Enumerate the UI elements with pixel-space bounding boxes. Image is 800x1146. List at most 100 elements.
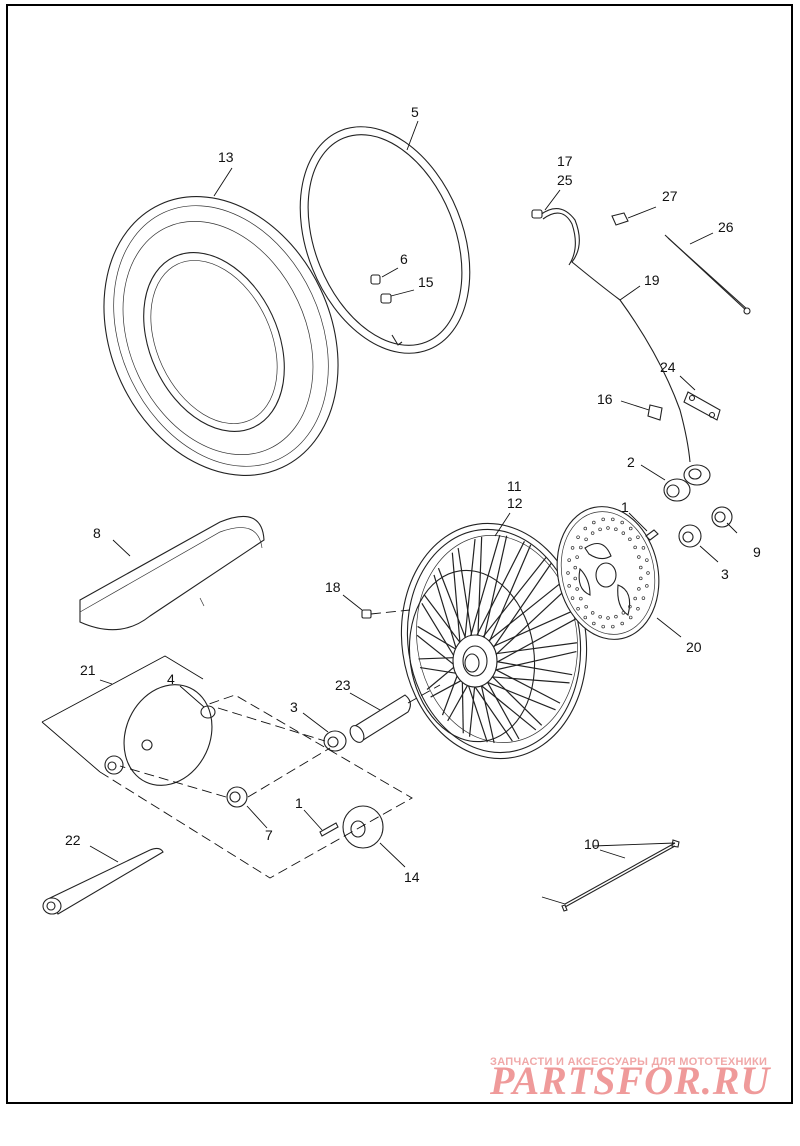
rotor-hole [646,571,650,575]
rotor-hole [620,621,624,626]
rotor-hole [606,526,610,530]
rotor-screw [645,529,659,541]
rotor-hole [570,546,575,550]
wheel-spoke [468,534,501,641]
plate-screw [319,822,339,837]
callout-22: 22 [65,832,81,848]
speed-sensor-cable [531,208,691,463]
bracket-10 [541,849,626,905]
rotor-hole [598,527,602,532]
callout-21: 21 [80,662,96,678]
wheel-spoke [447,681,470,722]
watermark-brand: PARTSFOR.RU [489,1058,771,1103]
callout-5: 5 [411,104,419,120]
leader-3-left [302,712,329,733]
rotor-hole [590,611,595,615]
wheel-spoke [487,675,570,684]
callout-7: 7 [265,827,273,843]
valve-cap [370,274,381,285]
wheel-spoke [485,678,520,740]
assembly-line-bearing2 [247,747,331,798]
rotor-hole [584,537,588,542]
leader-3-right [699,545,719,563]
wheel-spoke [490,562,552,652]
leader-23 [349,692,381,711]
callout-1-right: 1 [621,499,629,515]
bracket-21-left [41,721,101,773]
wheel-spoke [479,681,495,744]
right-bearing [678,524,702,548]
wheel-spoke [482,535,508,642]
rotor-hole [573,565,577,570]
leader-26 [689,232,714,245]
leader-9 [726,522,738,534]
assembly-line-spacer [119,765,227,798]
inner-tube [299,126,471,354]
spoked-wheel [400,522,588,760]
callout-20: 20 [686,639,702,655]
rotor-hole [637,587,641,591]
rotor-hole [633,596,637,601]
rotor-hole [584,604,588,609]
callout-1-left: 1 [295,795,303,811]
rotor-hole [639,576,643,581]
wheel-spoke [477,682,537,731]
wheel-spokes [416,534,578,744]
wheel-spoke [451,552,462,649]
wheel-spoke [477,536,483,640]
rotor-hole [639,565,643,570]
callout-6: 6 [400,251,408,267]
rotor-hole [598,614,602,619]
callout-15: 15 [418,274,434,290]
wheel-spoke [487,544,532,646]
callout-3-right: 3 [721,566,729,582]
leader-1-left [303,809,323,831]
wheel-spoke [417,625,460,652]
cable-clip [647,404,663,421]
rotor-hole [573,576,577,581]
callout-23: 23 [335,677,351,693]
leader-27 [627,206,657,219]
callout-12: 12 [507,495,523,511]
rotor-hole [636,535,640,539]
leader-4 [179,685,205,708]
rotor-hole [628,537,632,542]
wheel-spoke [468,682,476,737]
leader-18 [342,594,363,611]
callout-16: 16 [597,391,613,407]
rotor-hole [628,615,633,620]
sensor-plate [342,805,384,849]
wheel-spoke [492,660,573,676]
leader-16 [620,400,650,411]
rotor-hole [637,555,641,559]
rotor-hole [576,607,580,611]
rotor-hole [575,555,579,559]
axle-line [407,684,441,704]
rotor-hole [621,531,626,535]
rotor-hole [567,584,571,588]
leader-21 [99,679,113,685]
rotor-hole [583,526,588,531]
wheel-spoke [490,650,577,672]
rotor-hole [601,624,605,629]
rotor-holes [566,517,650,629]
left-hub-spacer [104,755,124,775]
rotor-hole [633,545,637,550]
rotor-hole [606,616,610,620]
sensor-bearing [663,464,711,502]
rotor-hole [628,604,632,609]
callout-2: 2 [627,454,635,470]
wheel-spoke [426,663,458,690]
leader-22 [89,845,119,863]
wheel-spoke [463,538,476,644]
rotor-hole [583,615,588,620]
wheel-spoke [461,676,464,734]
callout-11: 11 [507,478,522,494]
callout-27: 27 [662,188,678,204]
callout-3-left: 3 [290,699,298,715]
rotor-hole [614,614,618,619]
wheel-spoke [489,673,543,726]
callout-13: 13 [218,149,234,165]
rotor-hole [620,520,624,525]
leader-8 [112,539,131,557]
